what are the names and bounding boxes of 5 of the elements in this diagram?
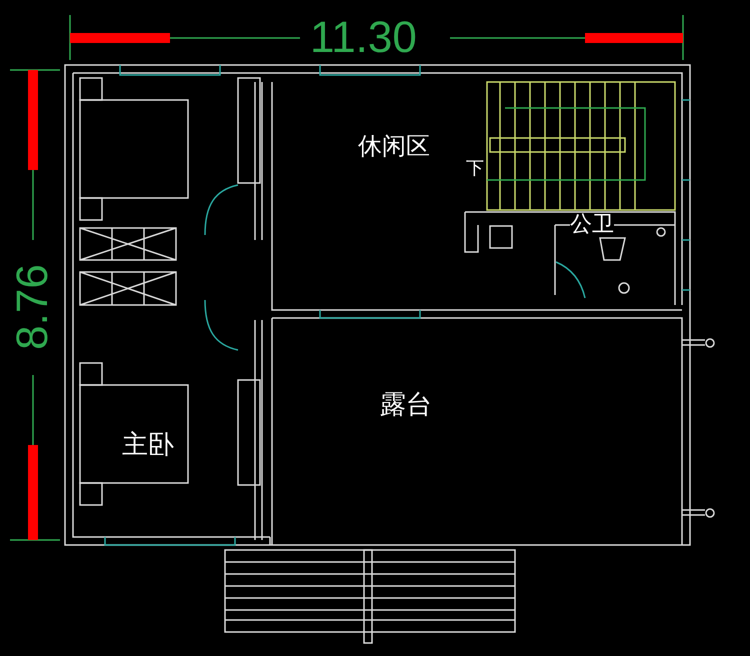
- room-label: 露台: [380, 392, 432, 418]
- room-label: 主卧: [122, 432, 174, 458]
- stair-direction-label: 下: [466, 160, 484, 178]
- room-label: 休闲区: [358, 134, 430, 158]
- room-label: 公卫: [570, 214, 614, 236]
